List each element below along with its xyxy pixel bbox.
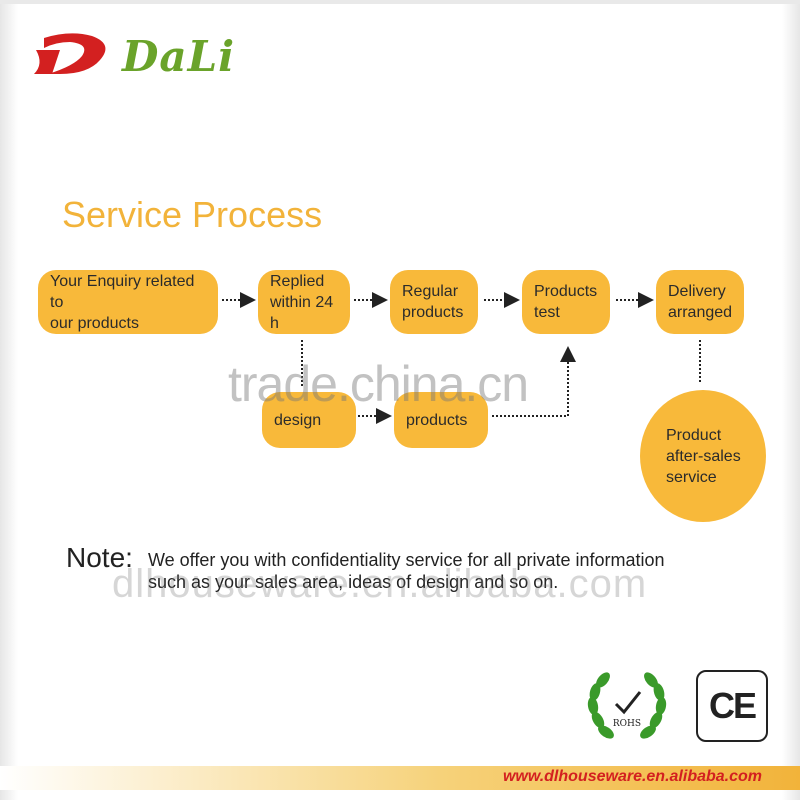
step-test-line1: Products bbox=[534, 283, 598, 300]
step-after-sales-line1: Product bbox=[666, 426, 722, 444]
step-regular-line1: Regular bbox=[402, 283, 459, 300]
step-replied-line1: Replied bbox=[270, 272, 325, 290]
step-enquiry-line2: our products bbox=[50, 314, 139, 332]
brand-name: DaLi bbox=[122, 32, 236, 81]
step-delivery: Delivery arranged bbox=[656, 270, 744, 334]
arrow-7-4 bbox=[492, 346, 576, 417]
step-test-line2: test bbox=[534, 304, 560, 321]
step-products-test: Products test bbox=[522, 270, 610, 334]
step-design-label: design bbox=[274, 411, 322, 429]
step-after-sales-line2: after-sales bbox=[666, 447, 741, 465]
ce-label: CE bbox=[708, 685, 757, 726]
rohs-label: ROHS bbox=[613, 719, 641, 729]
watermark-alibaba: dlhouseware.en.alibaba.com bbox=[112, 562, 648, 606]
step-enquiry-line1: Your Enquiry related to bbox=[50, 272, 195, 311]
top-border bbox=[0, 0, 800, 4]
footer-url: www.dlhouseware.en.alibaba.com bbox=[502, 768, 762, 785]
note-label: Note: bbox=[66, 542, 133, 573]
step-after-sales: Product after-sales service bbox=[640, 390, 766, 522]
step-regular-line2: products bbox=[402, 304, 464, 321]
dali-logo-icon bbox=[34, 33, 106, 74]
step-enquiry: Your Enquiry related to our products bbox=[38, 270, 218, 334]
step-replied-line2: within 24 h bbox=[270, 293, 334, 332]
step-replied: Replied within 24 h bbox=[258, 270, 350, 334]
rohs-certification-icon: ROHS bbox=[587, 672, 667, 739]
step-delivery-line1: Delivery bbox=[668, 283, 726, 300]
note-text-line1: We offer you with confidentiality servic… bbox=[148, 550, 665, 570]
step-regular-products: Regular products bbox=[390, 270, 478, 334]
brand-logo: DaLi bbox=[30, 28, 250, 88]
right-shade bbox=[782, 0, 800, 800]
page-title: Service Process bbox=[62, 194, 323, 235]
footer-bar bbox=[0, 766, 800, 790]
ce-certification-icon: CE bbox=[696, 670, 768, 742]
step-after-sales-line3: service bbox=[666, 468, 717, 486]
left-shade bbox=[0, 0, 18, 800]
note-text-line2: such as your sales area, ideas of design… bbox=[148, 572, 559, 592]
step-delivery-line2: arranged bbox=[668, 304, 733, 321]
watermark-trade-china: trade.china.cn bbox=[228, 356, 529, 412]
step-custom-products-label: products bbox=[406, 411, 468, 429]
step-custom-products: products bbox=[394, 392, 488, 448]
step-design: design bbox=[262, 392, 356, 448]
